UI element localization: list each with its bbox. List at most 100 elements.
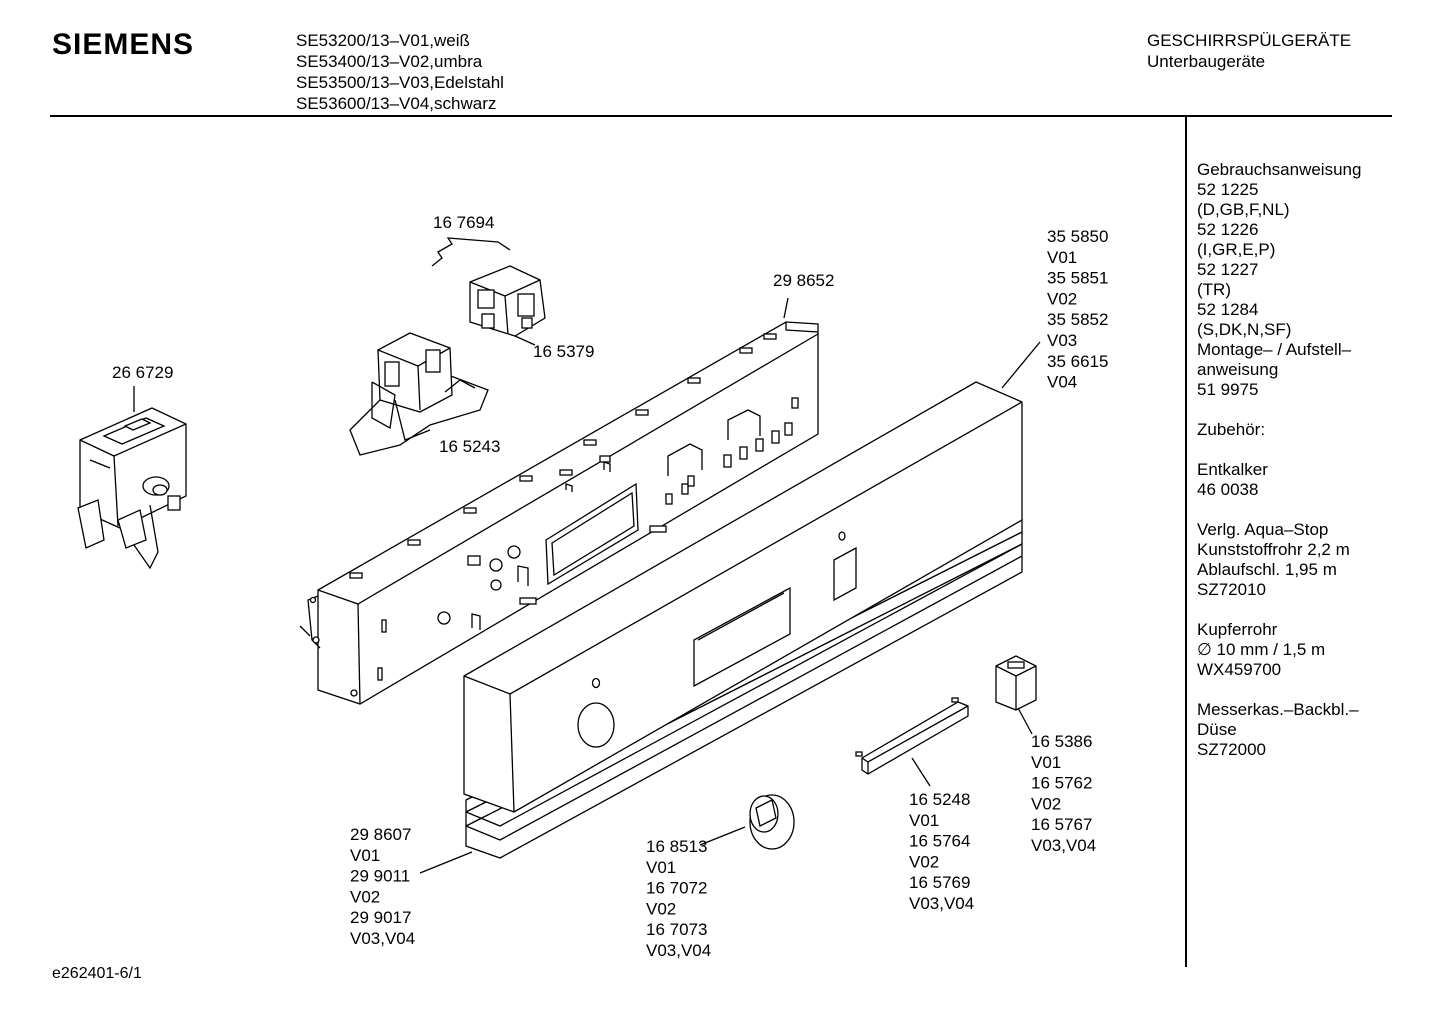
sidebar-line: 51 9975 [1197,380,1259,399]
handle-bar-part [855,697,969,787]
model-list: SE53200/13–V01,weiß SE53400/13–V02,umbra… [296,30,504,114]
switch-housing-part [349,332,489,456]
part-label-line: V01 [1031,753,1061,772]
sidebar-line: anweisung [1197,360,1279,379]
part-label-line: V02 [1031,794,1061,813]
siemens-logo: SIEMENS [52,28,195,61]
door-switch-part [77,386,187,570]
sidebar-divider [1185,117,1187,967]
part-label-line: V04 [1047,373,1077,392]
part-label-line: 16 7694 [433,213,494,232]
sidebar-line: (TR) [1197,280,1231,299]
push-button-part [995,655,1037,735]
category-heading: GESCHIRRSPÜLGERÄTE Unterbaugeräte [1147,30,1351,72]
program-knob-part [699,794,795,850]
panel-frame-part [299,297,819,705]
sidebar-line: Zubehör: [1197,420,1266,439]
sidebar-line: Ablaufschl. 1,95 m [1197,560,1337,579]
part-label-line: 16 8513 [646,837,707,856]
sidebar-line: 52 1227 [1197,260,1259,279]
sidebar-line: 46 0038 [1197,480,1259,499]
sidebar-line: WX459700 [1197,660,1282,679]
sidebar-line: Kunststoffrohr 2,2 m [1197,540,1350,559]
part-label-line: V01 [1047,248,1077,267]
spring-clip-part [431,237,511,267]
sidebar-line: Entkalker [1197,460,1268,479]
part-label-line: 16 5379 [533,342,594,361]
sidebar-line: ∅ 10 mm / 1,5 m [1197,640,1326,659]
part-label-line: 35 5851 [1047,269,1108,288]
part-label-line: 16 5767 [1031,815,1092,834]
part-label-29-8652: 29 8652 [773,271,834,290]
sidebar-line: (S,DK,N,SF) [1197,320,1292,339]
part-label-line: V01 [909,811,939,830]
part-label-line: 16 5769 [909,873,970,892]
category-title: GESCHIRRSPÜLGERÄTE [1147,31,1352,50]
model-line: SE53200/13–V01,weiß [296,31,470,50]
sidebar-line: Montage– / Aufstell– [1197,340,1352,359]
part-label-16-5379: 16 5379 [533,342,594,361]
sidebar-block: Zubehör: [1197,420,1361,440]
part-label-line: V01 [350,846,380,865]
part-label-line: 35 5850 [1047,227,1108,246]
model-line: SE53600/13–V04,schwarz [296,94,497,113]
sidebar-line: (I,GR,E,P) [1197,240,1276,259]
sidebar-line: 52 1225 [1197,180,1259,199]
front-control-panel-part [463,341,1041,813]
part-label-16-5243: 16 5243 [439,437,500,456]
part-label-line: 29 8607 [350,825,411,844]
sidebar-line: Messerkas.–Backbl.– [1197,700,1359,719]
part-label-line: V03,V04 [1031,836,1096,855]
part-label-line: V02 [909,852,939,871]
model-line: SE53500/13–V03,Edelstahl [296,73,504,92]
part-label-line: 29 8652 [773,271,834,290]
sidebar-line: SZ72010 [1197,580,1266,599]
part-label-line: 16 7073 [646,920,707,939]
sidebar-line: Gebrauchsanweisung [1197,160,1362,179]
model-line: SE53400/13–V02,umbra [296,52,483,71]
part-label-line: 29 9017 [350,908,411,927]
header-divider [50,115,1392,117]
sidebar-line: Düse [1197,720,1237,739]
part-label-line: V01 [646,858,676,877]
switch-block-part [469,265,546,346]
part-label-line: 16 5764 [909,832,970,851]
part-label-line: 16 5386 [1031,732,1092,751]
part-label-line: V03 [1047,331,1077,350]
sidebar-line: 52 1284 [1197,300,1259,319]
part-label-line: 16 5243 [439,437,500,456]
part-label-line: 35 6615 [1047,352,1108,371]
sidebar-line: Verlg. Aqua–Stop [1197,520,1329,539]
sidebar-line: SZ72000 [1197,740,1266,759]
part-label-line: 35 5852 [1047,310,1108,329]
part-label-line: 26 6729 [112,363,173,382]
part-label-16-7694: 16 7694 [433,213,494,232]
part-label-line: 16 5762 [1031,774,1092,793]
sidebar-line: Kupferrohr [1197,620,1278,639]
part-label-line: V03,V04 [646,941,711,960]
part-label-line: V02 [646,899,676,918]
part-label-line: V02 [350,887,380,906]
sidebar-line: 52 1226 [1197,220,1259,239]
part-label-line: 16 5248 [909,790,970,809]
sidebar-line: (D,GB,F,NL) [1197,200,1290,219]
part-label-line: 29 9011 [350,867,410,886]
diagram-code: e262401-6/1 [52,965,142,982]
part-label-line: V02 [1047,289,1077,308]
part-label-line: 16 7072 [646,879,707,898]
category-subtitle: Unterbaugeräte [1147,52,1266,71]
part-label-line: V03,V04 [350,929,415,948]
part-label-line: V03,V04 [909,894,974,913]
